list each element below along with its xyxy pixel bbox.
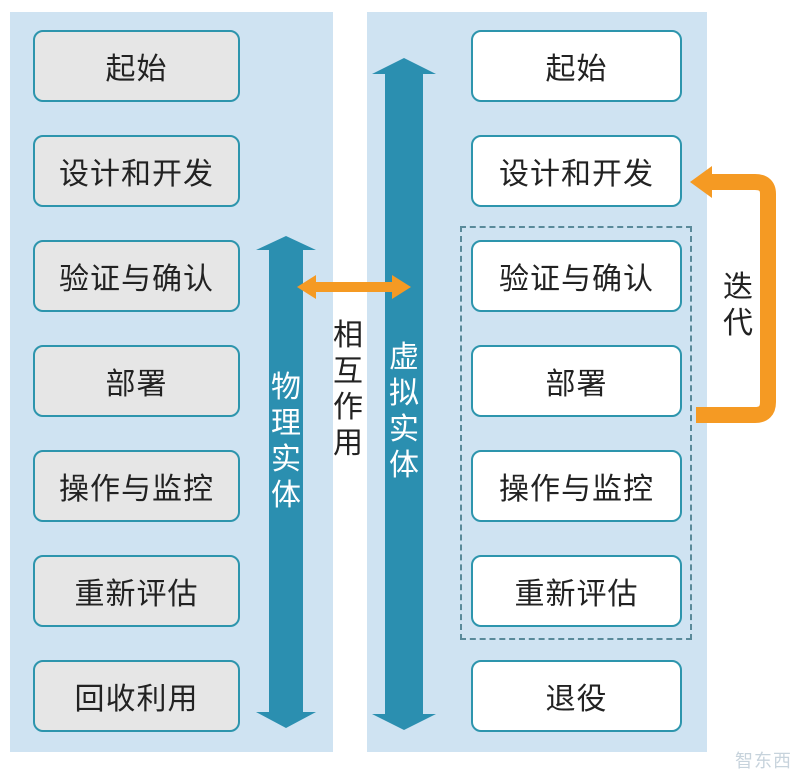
right-stage-design-develop: 设计和开发 — [471, 135, 682, 207]
left-stage-recycle: 回收利用 — [33, 660, 240, 732]
interaction-label: 相互作用 — [333, 318, 363, 461]
right-stage-start: 起始 — [471, 30, 682, 102]
right-stage-operate-monitor: 操作与监控 — [471, 450, 682, 522]
virtual-entity-label: 虚拟实体 — [389, 340, 419, 483]
watermark-logo: 智东西 — [735, 751, 792, 772]
left-stage-reassess: 重新评估 — [33, 555, 240, 627]
physical-entity-label: 物理实体 — [271, 370, 301, 513]
left-stage-verify-validate: 验证与确认 — [33, 240, 240, 312]
right-stage-verify-validate: 验证与确认 — [471, 240, 682, 312]
right-stage-reassess: 重新评估 — [471, 555, 682, 627]
physical-entity-arrow — [256, 236, 316, 728]
right-stage-deploy: 部署 — [471, 345, 682, 417]
iteration-arrow — [696, 174, 776, 423]
left-stage-design-develop: 设计和开发 — [33, 135, 240, 207]
iteration-label: 迭代 — [723, 270, 753, 341]
iteration-group-outline — [460, 226, 692, 640]
left-stage-start: 起始 — [33, 30, 240, 102]
left-stage-deploy: 部署 — [33, 345, 240, 417]
iteration-arrowhead — [690, 166, 712, 198]
right-stage-retire: 退役 — [471, 660, 682, 732]
interaction-arrow — [297, 275, 411, 299]
left-stage-operate-monitor: 操作与监控 — [33, 450, 240, 522]
virtual-entity-arrow — [372, 58, 436, 730]
